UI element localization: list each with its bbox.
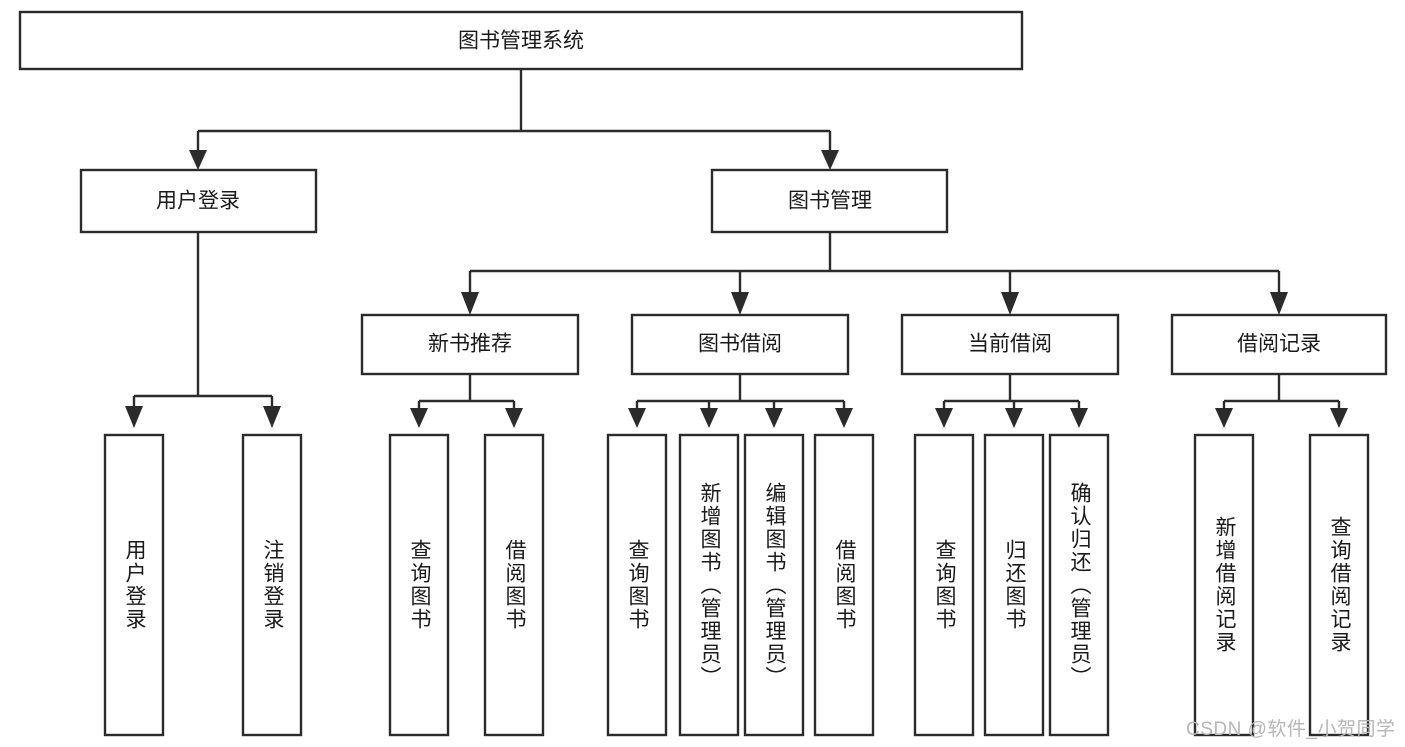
node-book-manage-box[interactable] [710,168,949,234]
arrow-to-leaf-add-book [700,408,718,428]
node-leaf-query-book-1[interactable]: 查询图书 [388,433,450,737]
arrow-to-book-manage [821,150,839,170]
arrow-to-leaf-return-book [1005,408,1023,428]
node-book-borrow[interactable]: 图书借阅 [630,313,850,376]
node-leaf-borrow-book-1-label: 借阅图书 [503,539,527,631]
node-leaf-edit-book[interactable]: 编辑图书（管理员） [743,433,805,737]
node-user-login-box[interactable] [79,168,318,234]
node-leaf-query-record-box[interactable] [1308,433,1370,737]
node-leaf-return-book-label: 归还图书 [1003,539,1027,631]
node-root-box[interactable] [18,10,1024,71]
arrow-to-leaf-logout-login [263,406,281,428]
node-leaf-add-book-label: 新增图书（管理员） [698,481,722,689]
node-leaf-borrow-book-1-box[interactable] [483,433,545,737]
arrow-to-book-borrow [731,292,749,315]
arrow-to-leaf-borrow-book-2 [835,408,853,428]
node-leaf-return-book-box[interactable] [983,433,1045,737]
node-user-login[interactable]: 用户登录 [79,168,318,234]
node-new-book-recommend-label: 新书推荐 [428,333,512,356]
node-leaf-query-book-2[interactable]: 查询图书 [606,433,668,737]
arrow-to-leaf-user-login [125,406,143,428]
node-leaf-add-book-box[interactable] [678,433,740,737]
arrow-to-user-login [189,150,207,170]
node-leaf-add-record-label: 新增借阅记录 [1213,516,1237,654]
node-leaf-query-record[interactable]: 查询借阅记录 [1308,433,1370,737]
node-leaf-query-book-2-label: 查询图书 [626,539,650,631]
node-root-label: 图书管理系统 [458,30,584,53]
node-leaf-query-book-1-label: 查询图书 [408,539,432,631]
node-book-borrow-label: 图书借阅 [698,333,782,356]
arrow-to-leaf-borrow-book-1 [505,408,523,428]
connector-layer [125,69,1348,428]
node-leaf-borrow-book-2-label: 借阅图书 [833,539,857,631]
arrow-to-new-book-recommend [461,292,479,315]
arrow-to-leaf-query-book-3 [935,408,953,428]
node-borrow-record[interactable]: 借阅记录 [1170,313,1388,376]
arrow-to-leaf-add-record [1215,408,1233,428]
node-leaf-confirm-return-label: 确认归还（管理员） [1068,481,1092,689]
node-leaf-add-book[interactable]: 新增图书（管理员） [678,433,740,737]
node-leaf-query-book-3-box[interactable] [913,433,975,737]
node-leaf-query-book-3[interactable]: 查询图书 [913,433,975,737]
node-new-book-recommend[interactable]: 新书推荐 [360,313,580,376]
arrow-to-leaf-confirm-return [1070,408,1088,428]
node-book-manage-label: 图书管理 [788,190,872,213]
node-leaf-confirm-return-box[interactable] [1048,433,1110,737]
node-leaf-query-book-1-box[interactable] [388,433,450,737]
node-leaf-borrow-book-1[interactable]: 借阅图书 [483,433,545,737]
node-book-borrow-box[interactable] [630,313,850,376]
node-current-borrow-box[interactable] [900,313,1120,376]
arrow-to-leaf-edit-book [765,408,783,428]
node-new-book-recommend-box[interactable] [360,313,580,376]
arrow-to-borrow-record [1270,292,1288,315]
node-leaf-user-login-box[interactable] [103,433,165,737]
node-leaf-confirm-return[interactable]: 确认归还（管理员） [1048,433,1110,737]
node-current-borrow-label: 当前借阅 [968,333,1052,356]
arrow-to-leaf-query-book-2 [628,408,646,428]
arrow-to-current-borrow [1001,292,1019,315]
node-leaf-borrow-book-2-box[interactable] [813,433,875,737]
node-leaf-query-book-3-label: 查询图书 [933,539,957,631]
node-leaf-user-login-label: 用户登录 [123,539,147,631]
node-leaf-edit-book-label: 编辑图书（管理员） [763,481,787,689]
node-borrow-record-label: 借阅记录 [1237,333,1321,356]
arrow-to-leaf-query-book-1 [410,408,428,428]
node-leaf-edit-book-box[interactable] [743,433,805,737]
node-book-manage[interactable]: 图书管理 [710,168,949,234]
node-user-login-label: 用户登录 [156,190,240,213]
node-current-borrow[interactable]: 当前借阅 [900,313,1120,376]
node-leaf-borrow-book-2[interactable]: 借阅图书 [813,433,875,737]
node-leaf-return-book[interactable]: 归还图书 [983,433,1045,737]
node-leaf-add-record[interactable]: 新增借阅记录 [1193,433,1255,737]
node-leaf-query-book-2-box[interactable] [606,433,668,737]
node-leaf-logout-login[interactable]: 注销登录 [241,433,303,737]
node-leaf-logout-login-box[interactable] [241,433,303,737]
node-leaf-logout-login-label: 注销登录 [261,539,285,631]
node-leaf-query-record-label: 查询借阅记录 [1328,516,1352,654]
node-root[interactable]: 图书管理系统 [18,10,1024,71]
node-borrow-record-box[interactable] [1170,313,1388,376]
arrow-to-leaf-query-record [1330,408,1348,428]
node-leaf-add-record-box[interactable] [1193,433,1255,737]
node-leaf-user-login[interactable]: 用户登录 [103,433,165,737]
